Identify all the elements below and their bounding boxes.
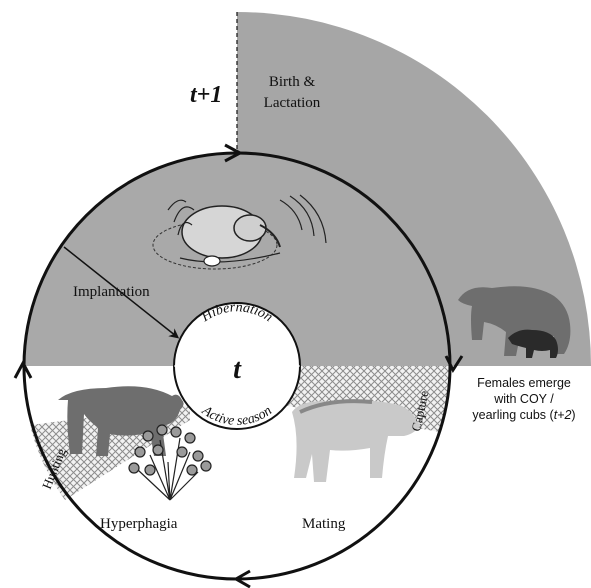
mating-label: Mating bbox=[302, 516, 346, 532]
birth-label-line2: Lactation bbox=[264, 95, 321, 111]
implantation-label: Implantation bbox=[73, 284, 150, 300]
emerge-label-line2: with COY / bbox=[493, 392, 554, 406]
emerge-label-line3: yearling cubs (t+2) bbox=[472, 408, 575, 422]
light-bear-icon bbox=[292, 401, 420, 482]
emerge-label-line1: Females emerge bbox=[477, 376, 571, 390]
t-next-label: t+1 bbox=[190, 82, 222, 108]
hyperphagia-label: Hyperphagia bbox=[100, 516, 178, 532]
birth-label-line1: Birth & bbox=[269, 74, 316, 90]
center-t-label: t bbox=[233, 354, 242, 385]
